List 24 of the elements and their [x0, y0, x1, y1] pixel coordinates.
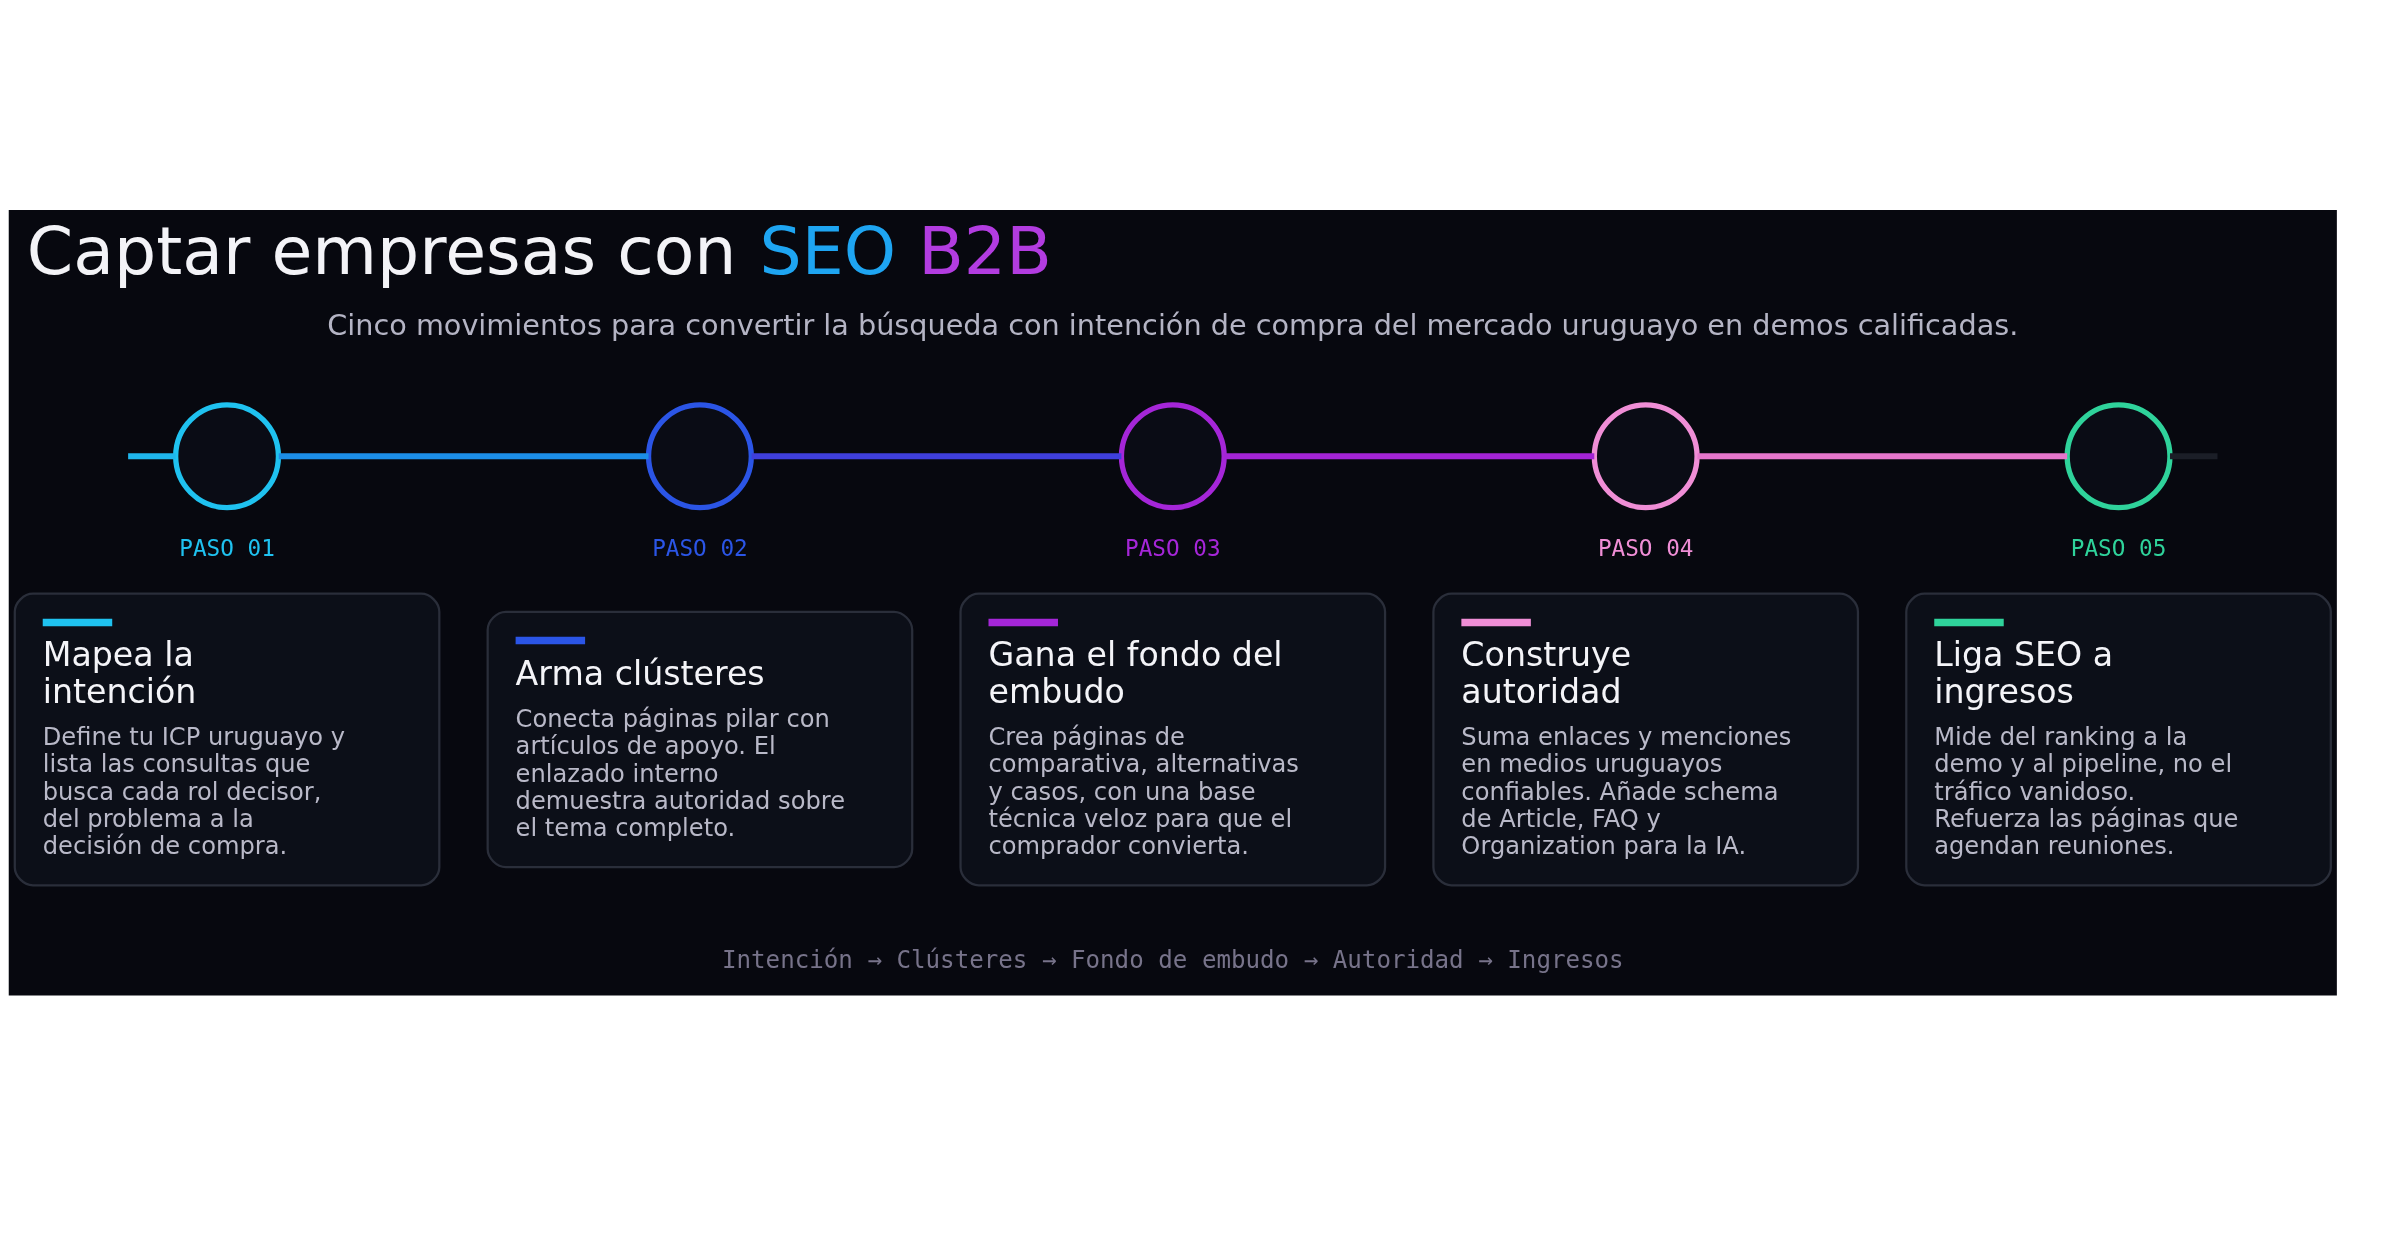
connector	[128, 453, 176, 460]
connector	[278, 453, 649, 460]
node-label: PASO 02	[652, 534, 748, 561]
node-circle	[2064, 402, 2173, 511]
node-circle	[1591, 402, 1700, 511]
connector	[1697, 453, 2068, 460]
diagram-title: Captar empresas con SEO B2B	[26, 211, 1052, 290]
node-box: Mapea la intención Define tu ICP uruguayo y lista las consultas que busca cada rol decisor, del problema a la decisión de compra.	[13, 592, 441, 887]
node-box: Construye autoridad Suma enlaces y menciones en medios uruguayos confiables. Añade schema de Article, FAQ y Organization para la IA.	[1432, 592, 1860, 887]
label: Cinco movimientos para convertir la búsqueda con intención de compra del mercado uruguayo en demos calificadas.	[327, 307, 2019, 342]
connector	[1224, 453, 1595, 460]
node-circle	[173, 402, 282, 511]
connector	[2169, 453, 2218, 460]
node-box: Arma clústeres Conecta páginas pilar con artículos de apoyo. El enlazado interno demuestra autoridad sobre el tema completo.	[486, 610, 914, 869]
node-label: PASO 05	[2070, 534, 2167, 561]
node-box: Liga SEO a ingresos Mide del ranking a la demo y al pipeline, no el tráfico vanidoso. Refuerza las páginas que agendan reuniones.	[1905, 592, 2332, 887]
node-circle	[645, 402, 754, 511]
connector	[751, 453, 1122, 460]
node-label: PASO 04	[1597, 534, 1694, 561]
node-circle	[1118, 402, 1227, 511]
node-label: PASO 01	[179, 534, 275, 561]
node-label: PASO 03	[1125, 534, 1221, 561]
node-box: Gana el fondo del embudo Crea páginas de comparativa, alternativas y casos, con una base técnica veloz para que el comprador convierta.	[959, 592, 1387, 887]
caption: Intención → Clústeres → Fondo de embudo → Autoridad → Ingresos	[721, 946, 1624, 975]
